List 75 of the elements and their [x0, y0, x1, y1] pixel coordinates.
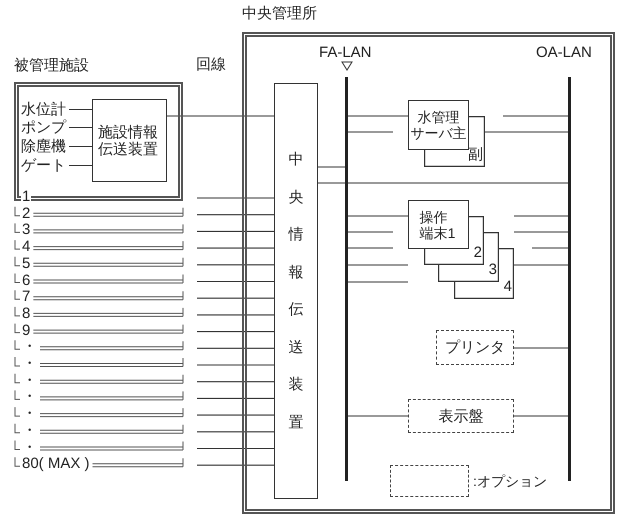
circuit-line — [197, 414, 274, 416]
circuit-line — [197, 248, 274, 249]
box-text: 表示盤 — [438, 408, 484, 424]
lan-bus-line — [568, 77, 571, 481]
connection-line — [348, 215, 408, 217]
circuit-number: 9 — [21, 322, 32, 338]
connection-line — [348, 415, 408, 417]
circuit-line — [197, 314, 274, 316]
circuit-number: 6 — [21, 272, 32, 288]
circuit-number: 5 — [21, 256, 32, 271]
circuit-line — [197, 331, 274, 332]
box-text: 水管理サーバ主 — [410, 109, 466, 141]
circuit-line — [197, 398, 274, 399]
group-heading: 中央管理所 — [242, 5, 317, 23]
box-text: 中央情報伝送装置 — [288, 150, 304, 432]
circuit-line — [197, 364, 274, 366]
connection-line — [69, 164, 92, 166]
lan-label: FA-LAN — [319, 45, 372, 60]
lan-label: OA-LAN — [536, 45, 592, 60]
connection-line — [348, 281, 408, 283]
circuit-line — [197, 197, 274, 199]
circuit-line — [197, 431, 274, 432]
box-text: 3 — [488, 261, 497, 278]
connection-line — [348, 264, 408, 266]
circuit-line — [197, 381, 274, 382]
line-stub — [348, 231, 393, 233]
circuit-line — [197, 264, 274, 266]
line-stub — [348, 247, 393, 249]
connection-line — [167, 115, 274, 117]
device-label: ポンプ — [21, 119, 66, 136]
box-text: 2 — [474, 244, 482, 261]
line-stub — [503, 115, 568, 117]
line-stub — [348, 131, 393, 133]
connection-line — [514, 231, 568, 233]
connection-line — [318, 182, 568, 184]
circuit-number: 2 — [21, 206, 32, 221]
circuit-number: 1 — [21, 189, 32, 204]
group-heading: 被管理施設 — [14, 57, 89, 75]
connection-line — [514, 215, 568, 217]
column-heading: 回線 — [196, 57, 226, 72]
circuit-line — [197, 298, 274, 299]
connection-line — [318, 166, 345, 168]
box-text: 4 — [504, 278, 512, 295]
circuit-line — [197, 348, 274, 349]
box-text: プリンタ — [445, 339, 505, 356]
circuit-line — [197, 214, 274, 216]
lan-bus-line — [345, 77, 348, 481]
connection-line — [514, 415, 568, 417]
circuit-number: 8 — [21, 306, 32, 321]
circuit-number: 80( MAX ) — [21, 456, 91, 472]
circuit-line — [197, 464, 274, 466]
printer-box — [436, 330, 514, 365]
connection-line — [69, 146, 92, 148]
connection-line — [348, 115, 408, 117]
transmitter-box — [92, 99, 167, 182]
connection-line — [485, 131, 568, 133]
display-panel-box — [408, 399, 514, 433]
box-text: 施設情報伝送装置 — [98, 124, 159, 158]
circuit-line — [197, 448, 274, 450]
device-label: ゲート — [21, 157, 66, 174]
box-text: 操作端末1 — [420, 208, 456, 240]
connection-line — [69, 126, 92, 128]
device-label: 除塵機 — [21, 138, 66, 155]
connection-line — [69, 108, 92, 110]
legend-text: :オプション — [473, 474, 547, 489]
connection-line — [514, 264, 568, 266]
box-text: 副 — [468, 146, 483, 163]
circuit-line — [197, 230, 274, 232]
circuit-line — [197, 280, 274, 282]
device-label: 水位計 — [21, 101, 66, 118]
connection-line — [514, 347, 568, 349]
line-stub — [532, 247, 568, 249]
transmitter-box — [274, 83, 318, 499]
server-box — [408, 100, 469, 150]
circuit-number: 3 — [21, 222, 32, 238]
